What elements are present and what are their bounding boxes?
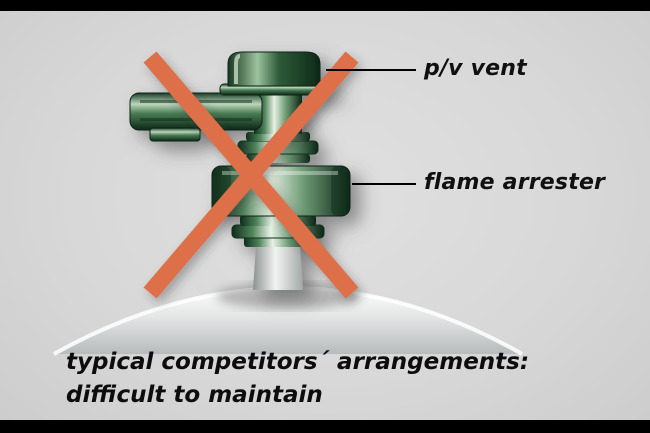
pv-vent-label: p/v vent — [424, 56, 527, 81]
caption-line-1: typical competitors´ arrangements: — [66, 349, 530, 375]
rejection-cross-icon — [143, 51, 359, 299]
flame-arrester-label: flame arrester — [424, 170, 606, 195]
bottom-letterbox-bar — [0, 420, 650, 433]
cross-stroke-2 — [143, 51, 359, 299]
top-letterbox-bar — [0, 0, 650, 11]
riser-pipe — [253, 246, 303, 290]
caption-block: typical competitors´ arrangements: diffi… — [66, 346, 529, 412]
caption-line-2: difficult to maintain — [66, 382, 323, 408]
tank-dome — [53, 283, 523, 356]
pv-vent-head — [219, 51, 333, 96]
dome-contact-shadow — [216, 283, 360, 309]
